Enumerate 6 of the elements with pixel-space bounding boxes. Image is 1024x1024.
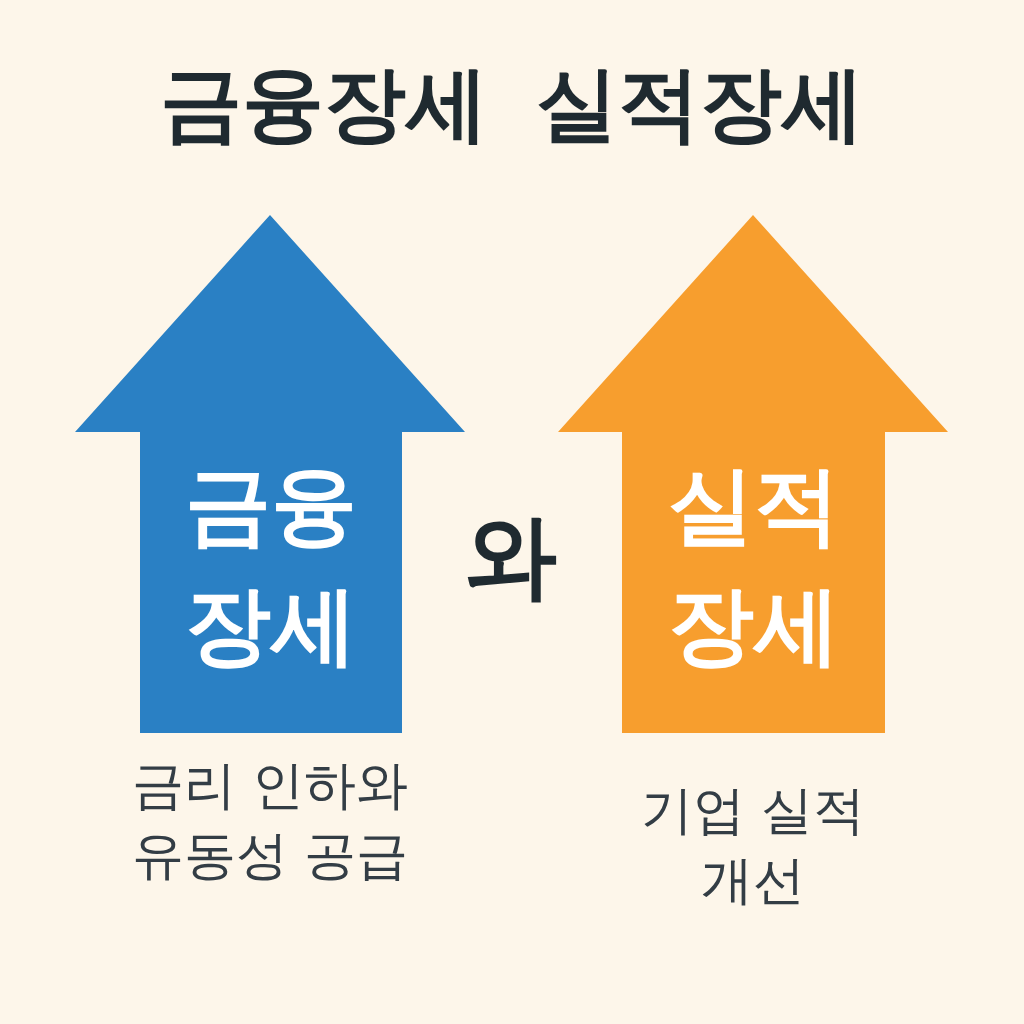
arrow-label: 금융장세 bbox=[184, 454, 358, 677]
arrow-label: 실적장세 bbox=[666, 454, 841, 677]
caption-text: 금리 인하와 유동성 공급 bbox=[130, 754, 410, 887]
connector-word: 와 bbox=[465, 502, 557, 612]
title-text: 금융장세 실적장세 bbox=[158, 55, 866, 153]
caption-text: 기업 실적 개선 bbox=[639, 779, 867, 912]
